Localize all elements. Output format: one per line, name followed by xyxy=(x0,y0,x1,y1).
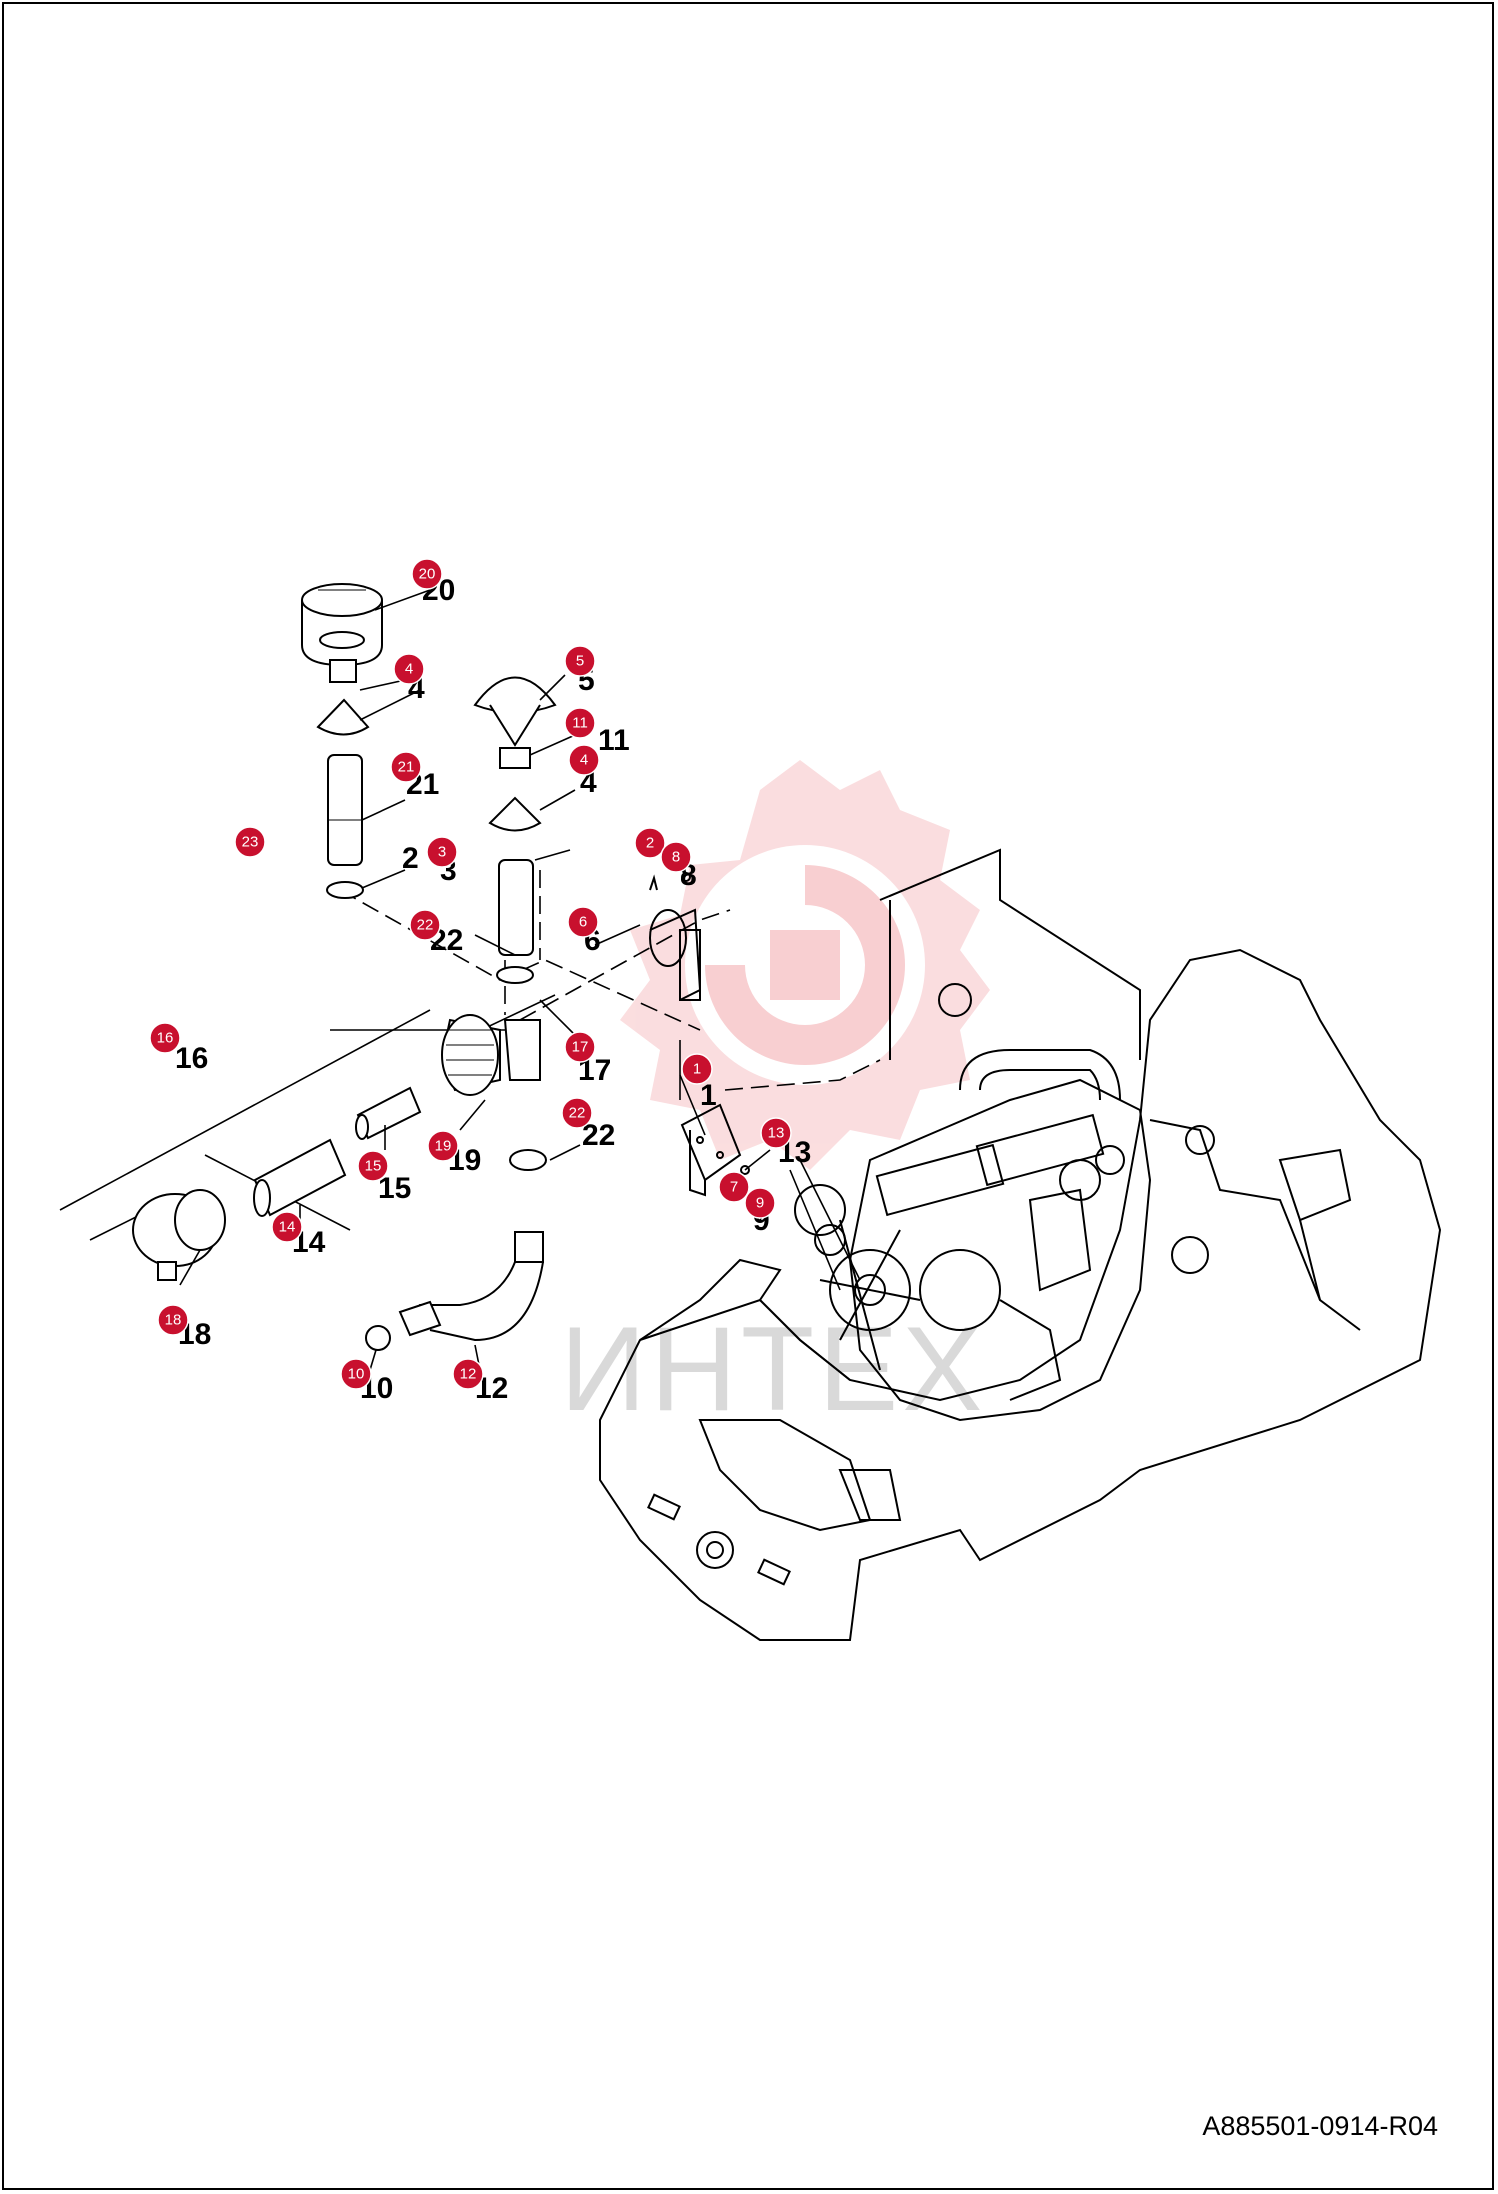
svg-text:14: 14 xyxy=(279,1219,296,1236)
callout-bubble: 4 xyxy=(568,744,600,776)
svg-text:8: 8 xyxy=(672,849,680,866)
svg-text:18: 18 xyxy=(165,1312,182,1329)
part-number: 11 xyxy=(598,724,630,757)
callout-bubble: 4 xyxy=(393,653,425,685)
svg-text:4: 4 xyxy=(405,661,413,678)
svg-text:17: 17 xyxy=(572,1039,589,1056)
svg-text:23: 23 xyxy=(242,834,259,851)
svg-text:22: 22 xyxy=(417,917,434,934)
watermark-text: ИНТЕХ xyxy=(560,1302,986,1436)
callout-bubble: 2 xyxy=(634,827,666,859)
chassis-frame xyxy=(599,848,1442,1641)
intake-hose xyxy=(365,1149,547,1351)
cone-parts xyxy=(316,698,542,832)
svg-text:7: 7 xyxy=(730,1179,738,1196)
callout-bubble: 16 xyxy=(149,1022,181,1054)
rain-cap xyxy=(473,676,557,769)
svg-text:13: 13 xyxy=(768,1125,785,1142)
callout-bubble: 10 xyxy=(340,1358,372,1390)
document-id: A885501-0914-R04 xyxy=(1202,2111,1438,2141)
svg-text:10: 10 xyxy=(348,1366,365,1383)
svg-text:6: 6 xyxy=(579,914,587,931)
callout-bubble: 13 xyxy=(760,1117,792,1149)
mount-bracket xyxy=(649,872,775,1205)
callout-bubble: 1 xyxy=(681,1053,713,1085)
callout-bubble: 20 xyxy=(411,558,443,590)
part-number: 2 xyxy=(402,842,419,875)
callout-bubble: 7 xyxy=(718,1171,750,1203)
svg-text:9: 9 xyxy=(756,1195,764,1212)
callout-bubble: 18 xyxy=(157,1304,189,1336)
watermark-logo xyxy=(620,760,990,1170)
svg-text:5: 5 xyxy=(576,653,584,670)
svg-text:2: 2 xyxy=(646,835,654,852)
svg-text:21: 21 xyxy=(398,759,415,776)
svg-text:19: 19 xyxy=(435,1138,452,1155)
air-cleaner-top xyxy=(301,583,383,683)
callout-bubble: 23 xyxy=(234,826,266,858)
callout-bubbles: 20 4 5 11 4 21 23 3 2 8 22 6 16 17 1 22 … xyxy=(149,558,792,1390)
svg-text:4: 4 xyxy=(580,752,588,769)
callout-bubble: 9 xyxy=(744,1187,776,1219)
callout-bubble: 8 xyxy=(660,841,692,873)
part-number: 16 xyxy=(175,1042,208,1075)
callout-bubble: 22 xyxy=(409,909,441,941)
intake-elbow xyxy=(441,1014,584,1096)
svg-text:20: 20 xyxy=(419,566,436,583)
svg-text:22: 22 xyxy=(569,1105,586,1122)
callout-bubble: 14 xyxy=(271,1211,303,1243)
intake-tubes xyxy=(326,754,534,984)
part-number: 1 xyxy=(700,1079,717,1112)
precleaner-parts xyxy=(132,1086,422,1281)
callout-bubble: 12 xyxy=(452,1358,484,1390)
svg-text:1: 1 xyxy=(693,1061,701,1078)
callout-bubble: 21 xyxy=(390,751,422,783)
svg-text:3: 3 xyxy=(438,844,446,861)
engine-assembly xyxy=(794,1049,1152,1422)
svg-text:11: 11 xyxy=(572,715,588,732)
callout-bubble: 15 xyxy=(357,1150,389,1182)
leader-lines xyxy=(179,589,861,1371)
svg-text:12: 12 xyxy=(460,1366,477,1383)
callout-bubble: 6 xyxy=(567,906,599,938)
callout-bubble: 22 xyxy=(561,1097,593,1129)
svg-text:16: 16 xyxy=(157,1030,174,1047)
callout-bubble: 3 xyxy=(426,836,458,868)
callout-bubble: 5 xyxy=(564,645,596,677)
callout-bubble: 19 xyxy=(427,1130,459,1162)
svg-text:15: 15 xyxy=(365,1158,382,1175)
callout-bubble: 11 xyxy=(564,707,596,739)
callout-bubble: 17 xyxy=(564,1031,596,1063)
